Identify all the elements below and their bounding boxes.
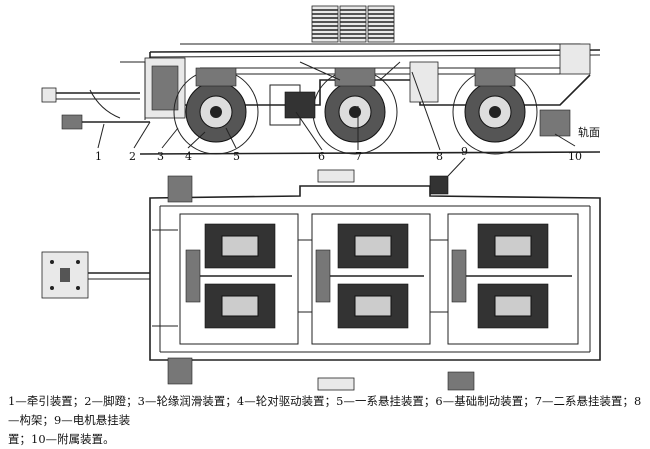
callout-9: 9 [461,145,468,158]
bay-2 [311,213,431,345]
callout-5: 5 [233,150,240,163]
callout-7: 7 [355,150,362,163]
rail-surface-label: 轨面 [578,125,600,139]
caption-line-2: 置；10—附属装置。 [8,432,115,446]
caption-line-1: 1—牵引装置；2—脚蹬；3—轮缘润滑装置；4—轮对驱动装置；5—一系悬挂装置；6… [8,394,642,427]
secondary-springs [311,5,395,43]
bay-3 [447,213,579,345]
side-view [41,5,601,155]
callout-10: 10 [568,150,582,163]
bay-1 [179,213,299,345]
plan-view [41,169,601,391]
figure-caption: 1—牵引装置；2—脚蹬；3—轮缘润滑装置；4—轮对驱动装置；5—一系悬挂装置；6… [8,392,644,449]
callout-3: 3 [157,150,164,163]
callout-6: 6 [318,150,325,163]
wheel-3 [452,69,538,155]
callout-8: 8 [436,150,443,163]
part-callouts: 1 2 3 4 5 6 7 8 9 10 轨面 [95,71,600,177]
callout-2: 2 [129,150,136,163]
bogie-assembly-drawing: 1 2 3 4 5 6 7 8 9 10 轨面 [41,5,601,391]
callout-1: 1 [95,150,102,163]
callout-4: 4 [185,150,192,163]
